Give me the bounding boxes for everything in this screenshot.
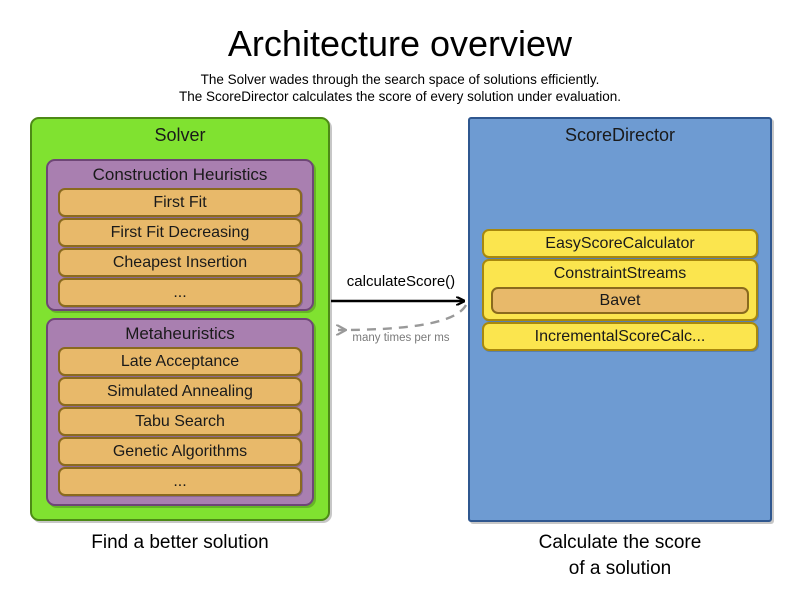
constraint-streams-label: ConstraintStreams xyxy=(553,265,687,282)
subtitle-line-1: The Solver wades through the search spac… xyxy=(200,72,600,87)
list-item[interactable]: Late Acceptance xyxy=(58,347,302,376)
list-item[interactable]: IncrementalScoreCalc... xyxy=(482,322,758,351)
bavet-box[interactable]: Bavet xyxy=(491,287,749,314)
list-item[interactable]: ... xyxy=(58,278,302,307)
solver-panel-title: Solver xyxy=(154,125,206,145)
diagram-header: Architecture overview The Solver wades t… xyxy=(0,0,800,105)
scoredirector-caption: Calculate the score of a solution xyxy=(468,530,772,582)
list-item[interactable]: First Fit xyxy=(58,188,302,217)
construction-heuristics-title: Construction Heuristics xyxy=(92,165,268,184)
subtitle-block: The Solver wades through the search spac… xyxy=(0,71,800,105)
list-item[interactable]: Genetic Algorithms xyxy=(58,437,302,466)
subtitle-line-2: The ScoreDirector calculates the score o… xyxy=(179,89,621,104)
page-title: Architecture overview xyxy=(227,23,573,64)
list-item[interactable]: First Fit Decreasing xyxy=(58,218,302,247)
scoredirector-caption-line-2: of a solution xyxy=(568,558,672,579)
construction-heuristics-group: Construction Heuristics First Fit First … xyxy=(46,159,314,311)
list-item[interactable]: Tabu Search xyxy=(58,407,302,436)
list-item[interactable]: Cheapest Insertion xyxy=(58,248,302,277)
calculate-score-label: calculateScore() xyxy=(346,273,456,290)
scoredirector-caption-line-1: Calculate the score xyxy=(538,532,702,553)
solver-caption: Find a better solution xyxy=(91,532,269,553)
list-item[interactable]: ... xyxy=(58,467,302,496)
scoredirector-panel-title: ScoreDirector xyxy=(564,125,676,145)
list-item[interactable]: Simulated Annealing xyxy=(58,377,302,406)
list-item[interactable]: ConstraintStreams Bavet xyxy=(482,259,758,321)
metaheuristics-item-list: Late Acceptance Simulated Annealing Tabu… xyxy=(58,347,302,497)
many-times-per-ms-arrow xyxy=(338,304,468,330)
list-item[interactable]: EasyScoreCalculator xyxy=(482,229,758,258)
metaheuristics-title: Metaheuristics xyxy=(125,324,235,343)
scoredirector-panel: ScoreDirector EasyScoreCalculator Constr… xyxy=(468,117,772,522)
solver-panel: Solver Construction Heuristics First Fit… xyxy=(30,117,330,521)
many-times-per-ms-label: many times per ms xyxy=(352,332,450,344)
metaheuristics-group: Metaheuristics Late Acceptance Simulated… xyxy=(46,318,314,506)
construction-heuristics-item-list: First Fit First Fit Decreasing Cheapest … xyxy=(58,188,302,308)
score-calculator-stack: EasyScoreCalculator ConstraintStreams Ba… xyxy=(482,229,758,352)
